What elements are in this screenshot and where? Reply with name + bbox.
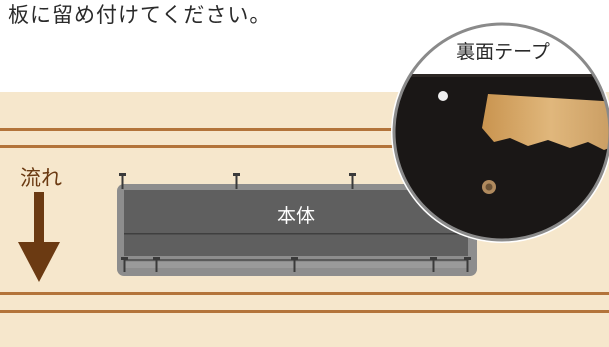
board-line [0,145,609,148]
zoom-inset: 裏面テープ [391,21,609,243]
device-body [124,190,468,256]
pin-icon [121,257,128,272]
inset-label: 裏面テープ [456,41,550,63]
pin-icon [153,257,160,272]
pin-icon [430,257,437,272]
pin-icon [233,173,240,189]
mount-hole [438,91,448,101]
tape-strip [482,94,609,150]
device: 本体 [117,184,477,276]
pin-icon [349,173,356,189]
bottom-pins [121,257,471,272]
pin-icon [119,173,126,189]
device-rail [124,262,468,268]
board-line [0,292,609,295]
body-label: 本体 [277,205,315,227]
pin-icon [291,257,298,272]
instruction-text: 板に留め付けてください。 [8,3,272,27]
screw-icon [482,180,496,194]
inset-border [392,22,609,242]
device-seam [124,233,468,235]
pin-icon [464,257,471,272]
down-arrow-icon [18,192,60,282]
board-line [0,128,609,131]
flow-label: 流れ [20,166,62,190]
top-pins [119,173,356,189]
board-line [0,310,609,313]
